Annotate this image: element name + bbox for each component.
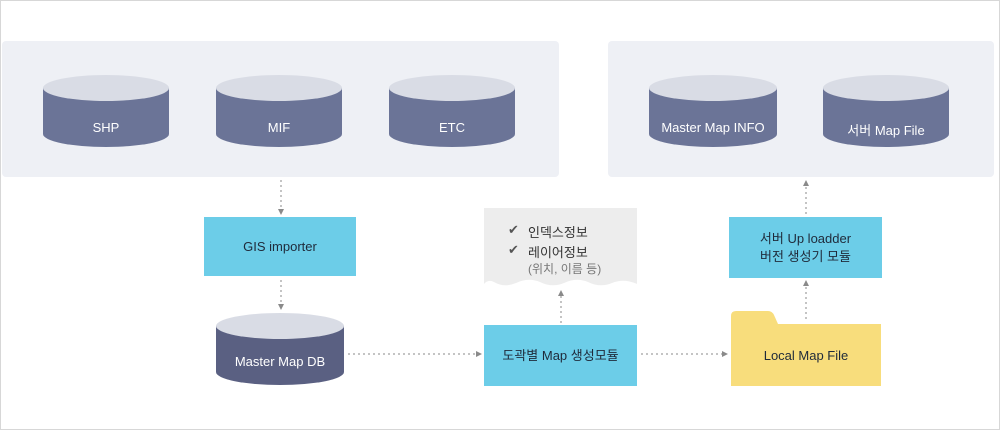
gis-importer-label: GIS importer [243, 238, 317, 254]
source-cylinder-mif: MIF [215, 74, 343, 148]
local-map-file-folder: Local Map File [730, 310, 882, 387]
uploader-box: 서버 Up loadder 버전 생성기 모듈 [729, 217, 882, 278]
master-map-db-label: Master Map DB [234, 354, 326, 369]
output-cylinder-master-map-info: Master Map INFO [648, 74, 778, 148]
source-label: ETC [439, 120, 465, 135]
note-item-sub: (위치, 이름 등) [528, 262, 602, 276]
output-label: 서버 Map File [847, 123, 925, 138]
source-label: MIF [267, 120, 291, 135]
local-map-file-label: Local Map File [763, 348, 849, 363]
generator-box: 도곽별 Map 생성모듈 [484, 325, 637, 386]
check-icon: ✔ [508, 242, 519, 257]
uploader-label-line2: 버전 생성기 모듈 [760, 248, 851, 264]
uploader-label-line1: 서버 Up loadder [759, 230, 852, 246]
output-label: Master Map INFO [661, 120, 765, 135]
source-cylinder-shp: SHP [42, 74, 170, 148]
source-label: SHP [92, 120, 120, 135]
info-note: ✔ 인덱스정보 ✔ 레이어정보 (위치, 이름 등) [484, 208, 637, 290]
check-icon: ✔ [508, 222, 519, 237]
note-item-index: 인덱스정보 [528, 225, 588, 240]
source-cylinder-etc: ETC [388, 74, 516, 148]
output-cylinder-server-map-file: 서버 Map File [822, 74, 950, 148]
generator-label: 도곽별 Map 생성모듈 [502, 347, 619, 363]
master-map-db-cylinder: Master Map DB [215, 312, 345, 386]
gis-importer-box: GIS importer [204, 217, 356, 276]
note-item-layer: 레이어정보 [528, 245, 588, 260]
